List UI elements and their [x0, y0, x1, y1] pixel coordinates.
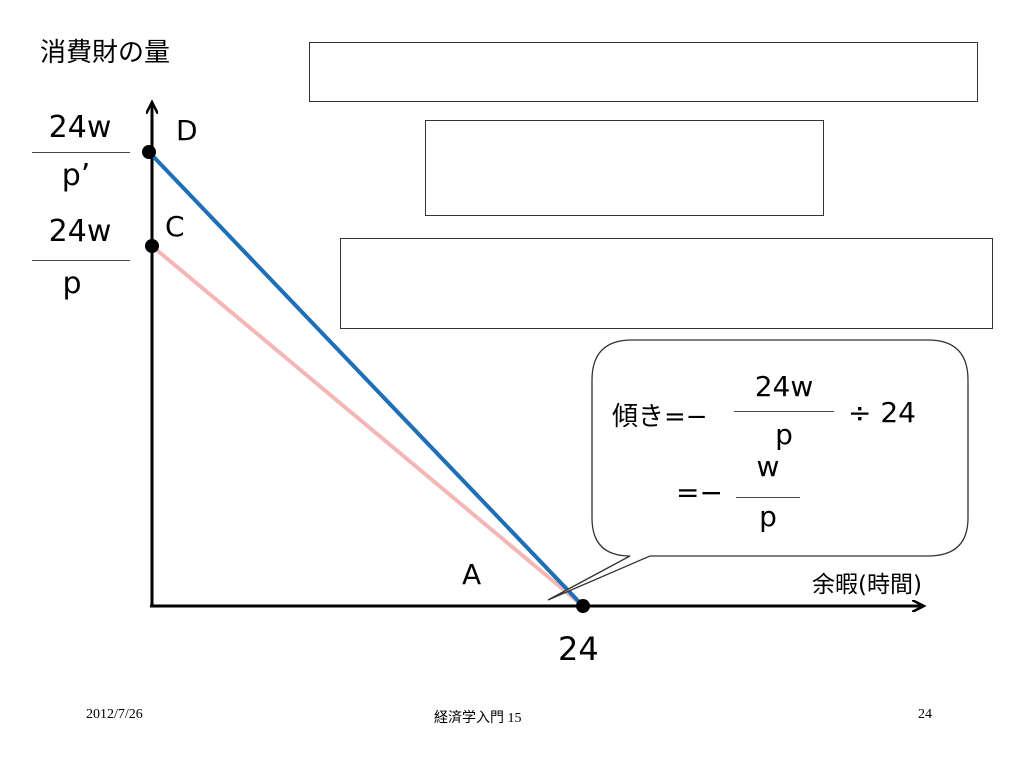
empty-box-2 — [425, 120, 824, 216]
callout-bubble — [547, 339, 969, 601]
y-tick-upper-fraction-bar — [32, 152, 130, 153]
slope-line1-prefix: 傾き=− — [612, 402, 708, 432]
footer-course: 経済学入門 15 — [434, 711, 522, 726]
x-axis-label: 余暇(時間) — [812, 572, 922, 598]
footer-date: 2012/7/26 — [86, 707, 143, 722]
budget-line-d — [147, 150, 585, 608]
slope-line1-numerator: 24w — [754, 370, 814, 403]
slope-line2-fraction-bar — [736, 497, 800, 498]
point-d-label: D — [176, 114, 198, 147]
empty-box-1 — [309, 42, 978, 102]
point-24-marker — [576, 599, 590, 613]
x-tick-24: 24 — [558, 630, 599, 668]
point-d-marker — [142, 145, 156, 159]
y-tick-lower-numerator: 24w — [48, 214, 112, 249]
slope-line1-denominator: p — [775, 418, 793, 451]
point-c-label: C — [165, 210, 185, 243]
y-tick-lower-fraction-bar — [32, 260, 130, 261]
slope-line2-denominator: p — [759, 500, 777, 533]
y-tick-upper-numerator: 24w — [48, 110, 112, 145]
y-tick-upper-denominator: p’ — [61, 158, 91, 193]
point-c-marker — [145, 239, 159, 253]
slope-line1-suffix: ÷ 24 — [848, 396, 916, 429]
empty-box-3 — [340, 238, 993, 329]
point-a-label: A — [462, 558, 482, 591]
slope-line2-prefix: =− — [676, 476, 723, 509]
y-tick-lower-denominator: p — [62, 266, 82, 301]
budget-line-c — [150, 244, 585, 608]
footer-page-number: 24 — [918, 707, 932, 722]
slope-line1-fraction-bar — [734, 411, 834, 412]
y-axis-label: 消費財の量 — [40, 38, 171, 68]
slope-line2-numerator: w — [756, 450, 780, 483]
